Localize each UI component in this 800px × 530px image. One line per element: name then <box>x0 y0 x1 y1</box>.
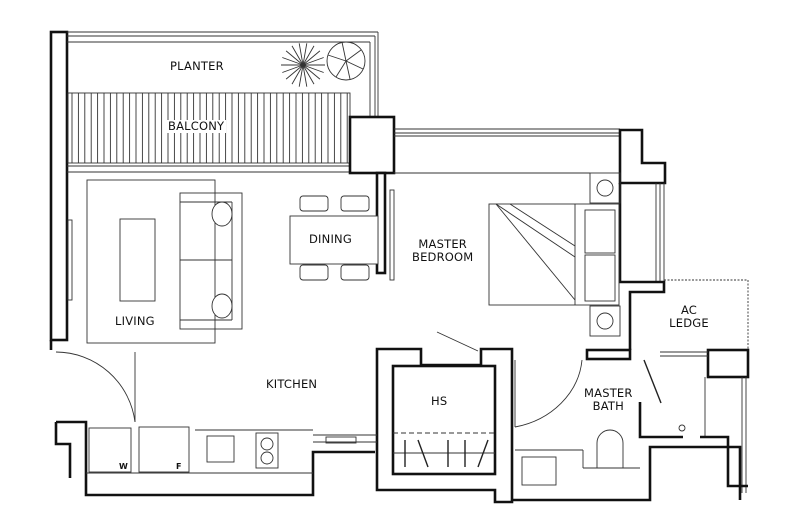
washer-label: W <box>119 462 129 471</box>
room-label-master-bath: MASTER BATH <box>584 387 633 413</box>
stove <box>255 432 279 469</box>
room-label-kitchen: KITCHEN <box>266 377 318 391</box>
column-l <box>618 128 667 185</box>
bed <box>488 172 621 337</box>
balcony-outline <box>67 31 379 173</box>
room-label-living: LIVING <box>115 314 155 328</box>
room-label-balcony: BALCONY <box>166 119 227 133</box>
washer <box>88 427 132 473</box>
living-rug <box>86 179 216 344</box>
fridge-label: F <box>176 462 182 471</box>
tree-icon <box>326 41 366 81</box>
master-bedroom-line1: MASTER <box>418 237 467 251</box>
room-label-planter: PLANTER <box>170 59 224 73</box>
kitchen-wall <box>56 420 375 497</box>
bedroom-window <box>394 128 620 174</box>
fridge <box>138 426 190 473</box>
toilet <box>596 429 624 469</box>
left-exterior-wall <box>49 30 69 342</box>
plant-icon <box>281 43 325 87</box>
coffee-table <box>119 218 156 302</box>
column <box>348 115 396 175</box>
entrance-door[interactable] <box>55 351 136 423</box>
ac-ledge <box>660 279 750 493</box>
master-bath-line1: MASTER <box>584 386 633 400</box>
master-bath <box>512 348 742 502</box>
dining-table <box>289 195 379 281</box>
basin <box>521 456 557 486</box>
room-label-dining: DINING <box>309 232 352 246</box>
household-shelter <box>375 331 514 504</box>
room-label-master-bedroom: MASTER BEDROOM <box>412 238 473 264</box>
ac-ledge-line2: LEDGE <box>669 316 709 330</box>
room-label-ac-ledge: AC LEDGE <box>666 304 712 330</box>
sink <box>206 435 235 463</box>
window-left <box>67 219 73 301</box>
master-bedroom-line2: BEDROOM <box>412 250 474 264</box>
room-label-hs: HS <box>431 394 448 408</box>
ac-ledge-line1: AC <box>680 303 698 317</box>
master-bath-line2: BATH <box>592 399 624 413</box>
sofa <box>179 192 243 330</box>
